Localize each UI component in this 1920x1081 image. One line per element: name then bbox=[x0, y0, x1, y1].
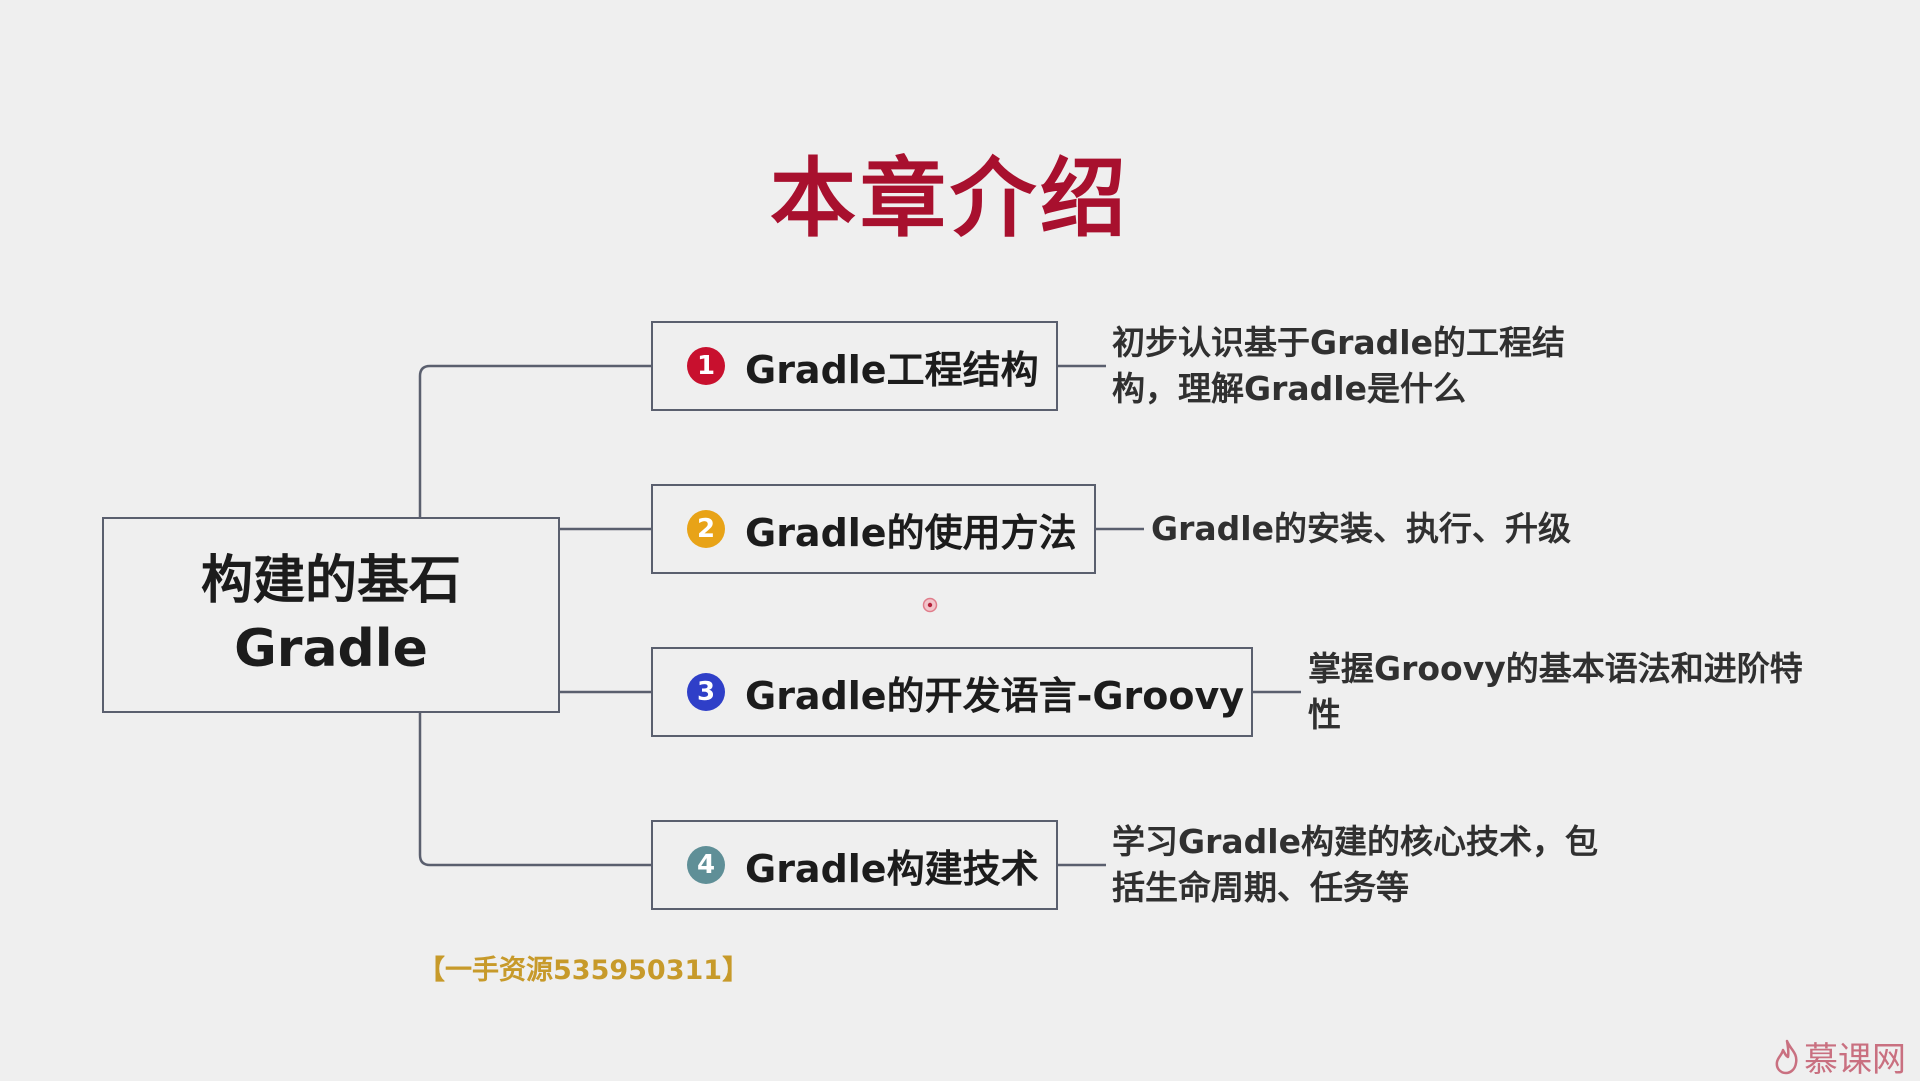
description-1-line-2: 构，理解Gradle是什么 bbox=[1112, 369, 1466, 408]
branch-node-1: 1 Gradle工程结构 bbox=[651, 321, 1058, 411]
description-4-line-2: 括生命周期、任务等 bbox=[1112, 868, 1409, 907]
page-title: 本章介绍 bbox=[770, 149, 1130, 249]
description-4-line-1: 学习Gradle构建的核心技术，包 bbox=[1112, 822, 1598, 861]
description-3-line-2: 性 bbox=[1308, 695, 1341, 734]
brand-name: 慕课网 bbox=[1804, 1040, 1906, 1080]
root-title: 构建的基石 bbox=[200, 551, 461, 611]
branch-label-2: Gradle的使用方法 bbox=[745, 510, 1077, 555]
connector-branch-1 bbox=[418, 364, 651, 517]
number-badge-3: 3 bbox=[687, 673, 725, 711]
description-2-line-1: Gradle的安装、执行、升级 bbox=[1151, 509, 1571, 548]
branch-node-3: 3 Gradle的开发语言-Groovy bbox=[651, 647, 1253, 737]
branch-label-3: Gradle的开发语言-Groovy bbox=[745, 673, 1245, 718]
flame-icon bbox=[1775, 1039, 1798, 1074]
cursor-dot-icon bbox=[922, 597, 938, 613]
branch-label-1: Gradle工程结构 bbox=[745, 347, 1039, 392]
branch-description-1: 初步认识基于Gradle的工程结 构，理解Gradle是什么 bbox=[1112, 320, 1565, 412]
branch-description-3: 掌握Groovy的基本语法和进阶特 性 bbox=[1308, 646, 1803, 738]
description-3-line-1: 掌握Groovy的基本语法和进阶特 bbox=[1308, 649, 1803, 688]
branch-description-2: Gradle的安装、执行、升级 bbox=[1151, 506, 1571, 552]
brand-logo: 慕课网 bbox=[1774, 1032, 1906, 1081]
number-badge-4: 4 bbox=[687, 846, 725, 884]
connector-branch-4 bbox=[418, 713, 651, 867]
watermark-text: 【一手资源535950311】 bbox=[418, 955, 750, 986]
root-node: 构建的基石 Gradle bbox=[102, 517, 560, 713]
branch-node-4: 4 Gradle构建技术 bbox=[651, 820, 1058, 910]
branch-node-2: 2 Gradle的使用方法 bbox=[651, 484, 1096, 574]
number-badge-1: 1 bbox=[687, 347, 725, 385]
branch-description-4: 学习Gradle构建的核心技术，包 括生命周期、任务等 bbox=[1112, 819, 1598, 911]
branch-label-4: Gradle构建技术 bbox=[745, 846, 1039, 891]
description-1-line-1: 初步认识基于Gradle的工程结 bbox=[1112, 323, 1565, 362]
root-subtitle: Gradle bbox=[234, 619, 428, 679]
number-badge-2: 2 bbox=[687, 510, 725, 548]
